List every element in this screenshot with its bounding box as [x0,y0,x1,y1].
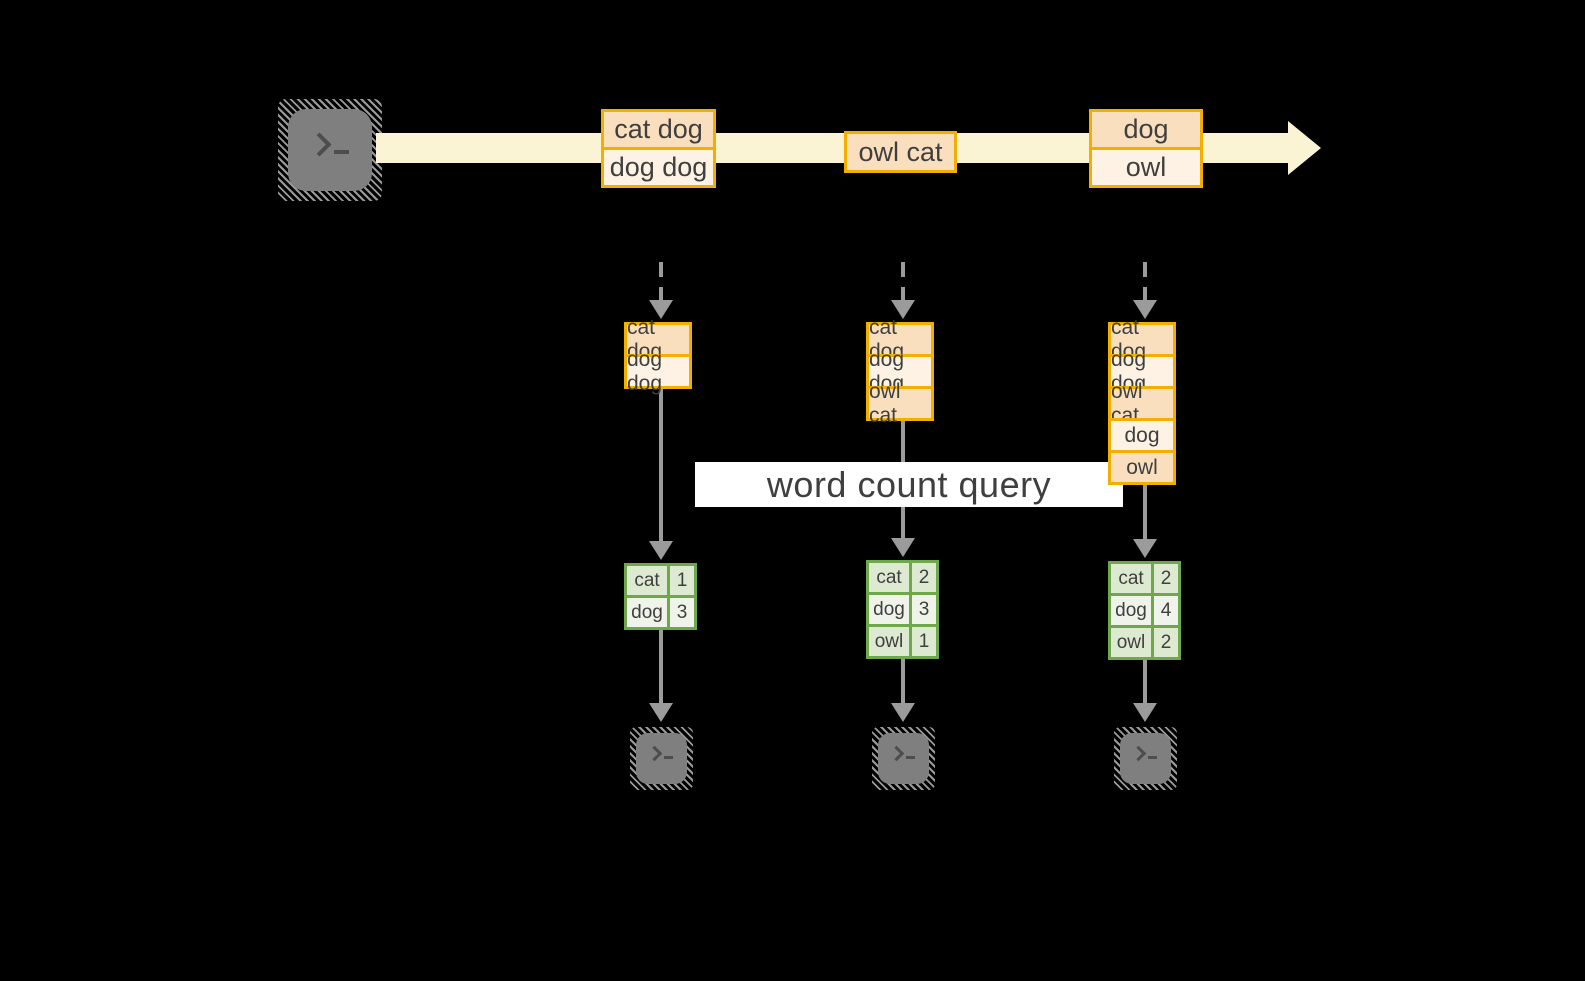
count-value-cell: 1 [912,627,936,656]
count-table: cat 1 dog 3 [624,563,697,630]
down-arrowhead-icon [649,703,673,722]
prompt-chevron-icon [307,132,332,157]
prompt-cursor-icon [906,756,915,759]
terminal-screen [1120,733,1171,784]
input-row: owl cat [866,380,934,427]
input-table: cat dog dog dog owl cat dog owl [1108,316,1176,485]
prompt-cursor-icon [334,150,349,154]
down-arrowhead-icon [1133,300,1157,319]
stream-batch: dog owl [1089,109,1203,188]
count-word-cell: dog [1111,596,1151,625]
terminal-icon [1114,727,1177,790]
stream-item: dog [1089,109,1203,150]
count-word-cell: dog [627,598,667,627]
input-row: owl [1108,450,1176,485]
terminal-icon [278,99,382,201]
down-arrow [659,389,663,543]
count-value-cell: 3 [912,595,936,624]
down-arrowhead-icon [891,538,915,557]
terminal-screen [878,733,929,784]
stream-item: cat dog [601,109,716,150]
prompt-chevron-icon [646,745,663,762]
terminal-screen [636,733,687,784]
count-table: cat 2 dog 3 owl 1 [866,560,939,659]
down-arrowhead-icon [649,541,673,560]
stream-batch: owl cat [844,131,957,173]
down-arrow-dashed [659,262,663,302]
input-table: cat dog dog dog owl cat [866,316,934,427]
count-word-cell: cat [869,563,909,592]
count-value-cell: 4 [1154,596,1178,625]
stream-batch: cat dog dog dog [601,109,716,188]
count-value-cell: 1 [670,566,694,595]
down-arrowhead-icon [891,300,915,319]
count-value-cell: 2 [1154,564,1178,593]
input-row: dog [1108,418,1176,453]
prompt-chevron-icon [888,745,905,762]
input-table: cat dog dog dog [624,316,692,395]
input-row: cat dog [624,316,692,363]
terminal-icon [872,727,935,790]
terminal-screen [288,109,372,191]
count-value-cell: 2 [912,563,936,592]
stream-item: dog dog [601,147,716,188]
down-arrowhead-icon [1133,703,1157,722]
input-row: owl cat [1108,380,1176,427]
down-arrowhead-icon [891,703,915,722]
stream-arrowhead-icon [1288,121,1321,175]
down-arrow [1143,482,1147,541]
terminal-icon [630,727,693,790]
count-word-cell: cat [1111,564,1151,593]
down-arrowhead-icon [649,300,673,319]
count-word-cell: cat [627,566,667,595]
down-arrowhead-icon [1133,539,1157,558]
stream-item: owl cat [844,131,957,173]
prompt-cursor-icon [1148,756,1157,759]
down-arrow-dashed [1143,262,1147,302]
down-arrow [659,630,663,705]
count-value-cell: 2 [1154,628,1178,657]
input-row: dog dog [624,348,692,395]
count-table: cat 2 dog 4 owl 2 [1108,561,1181,660]
count-word-cell: owl [869,627,909,656]
prompt-cursor-icon [664,756,673,759]
count-word-cell: owl [1111,628,1151,657]
down-arrow [1143,660,1147,705]
query-banner: word count query [695,462,1123,507]
down-arrow [901,659,905,705]
down-arrow-dashed [901,262,905,302]
prompt-chevron-icon [1130,745,1147,762]
count-word-cell: dog [869,595,909,624]
count-value-cell: 3 [670,598,694,627]
stream-item: owl [1089,147,1203,188]
